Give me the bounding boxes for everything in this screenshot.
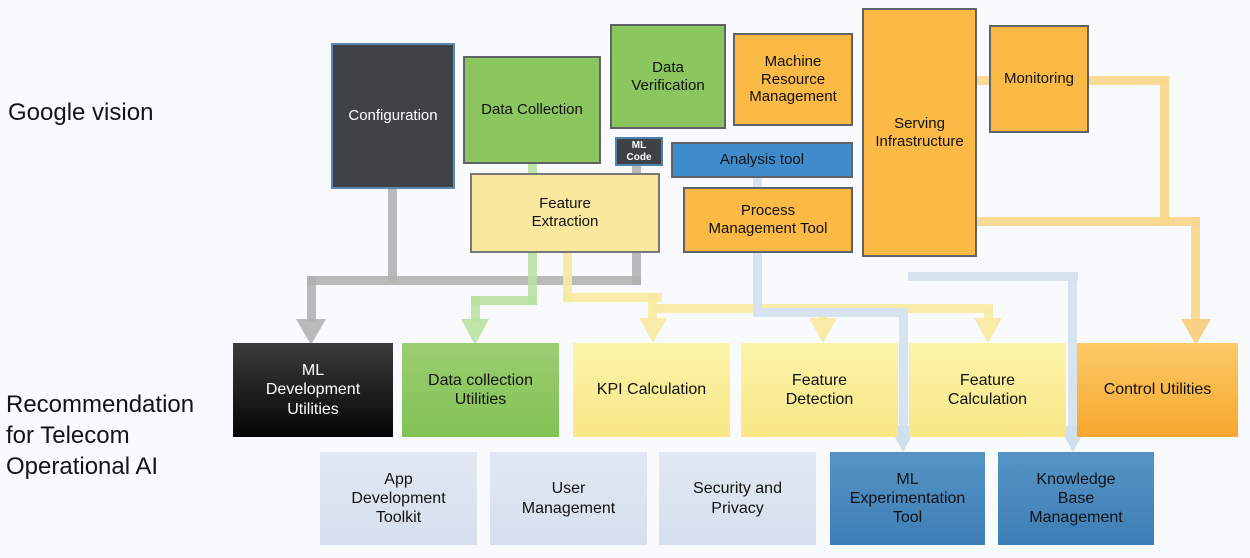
- connector-lblue-horiz-2: [908, 272, 1078, 281]
- telecom-recommendation-label: Recommendation for Telecom Operational A…: [6, 391, 195, 480]
- connector-gray-down: [307, 276, 316, 321]
- arrow-to-kpi-calculation: [639, 318, 667, 343]
- box-ml-development-utilities: ML Development Utilities: [233, 343, 393, 437]
- arrow-to-data-collection-utilities: [461, 319, 489, 345]
- connector-lblue-down-kb: [1068, 272, 1077, 427]
- connector-featureextraction-drop: [563, 253, 572, 302]
- connector-serving-bottom-horiz: [977, 217, 1200, 226]
- arrow-to-control-utilities: [1181, 319, 1211, 345]
- connector-green-down: [471, 296, 480, 321]
- box-ml-code: ML Code: [615, 137, 663, 166]
- connector-oyellow-down: [1191, 217, 1200, 321]
- connector-green-horiz: [471, 296, 537, 305]
- connector-lblue-down-mlexp: [899, 308, 908, 427]
- connector-yellow-down-fc: [984, 310, 993, 320]
- box-configuration: Configuration: [331, 43, 455, 189]
- box-feature-extraction: Feature Extraction: [470, 173, 660, 253]
- arrow-to-feature-detection: [809, 318, 837, 343]
- box-ml-experimentation-tool: ML Experimentation Tool: [830, 452, 985, 545]
- arrow-to-feature-calculation: [974, 318, 1002, 343]
- box-feature-calculation: Feature Calculation: [909, 343, 1066, 437]
- connector-yellow-down-kpi: [648, 293, 657, 320]
- box-control-utilities: Control Utilities: [1077, 343, 1238, 437]
- google-vision-label: Google vision: [8, 99, 154, 126]
- box-app-development-toolkit: App Development Toolkit: [320, 452, 477, 545]
- connector-configuration-drop: [388, 188, 397, 281]
- box-security-and-privacy: Security and Privacy: [659, 452, 816, 545]
- connector-yellow-bus-1: [563, 293, 662, 302]
- box-user-management: User Management: [490, 452, 647, 545]
- box-analysis-tool: Analysis tool: [671, 142, 853, 178]
- box-feature-detection: Feature Detection: [741, 343, 898, 437]
- box-knowledge-base-management: Knowledge Base Management: [998, 452, 1154, 545]
- box-kpi-calculation: KPI Calculation: [573, 343, 730, 437]
- box-monitoring: Monitoring: [989, 25, 1089, 133]
- box-data-verification: Data Verification: [610, 24, 726, 129]
- box-data-collection: Data Collection: [463, 56, 601, 164]
- connector-monitoring-down: [1160, 76, 1169, 226]
- box-machine-resource-management: Machine Resource Management: [733, 33, 853, 126]
- arrow-to-ml-dev-utilities: [296, 319, 326, 345]
- connector-lblue-horiz-1: [753, 308, 908, 317]
- box-serving-infrastructure: Serving Infrastructure: [862, 8, 977, 257]
- connector-gray-bus: [307, 276, 641, 285]
- box-data-collection-utilities: Data collection Utilities: [402, 343, 559, 437]
- box-process-management-tool: Process Management Tool: [683, 187, 853, 253]
